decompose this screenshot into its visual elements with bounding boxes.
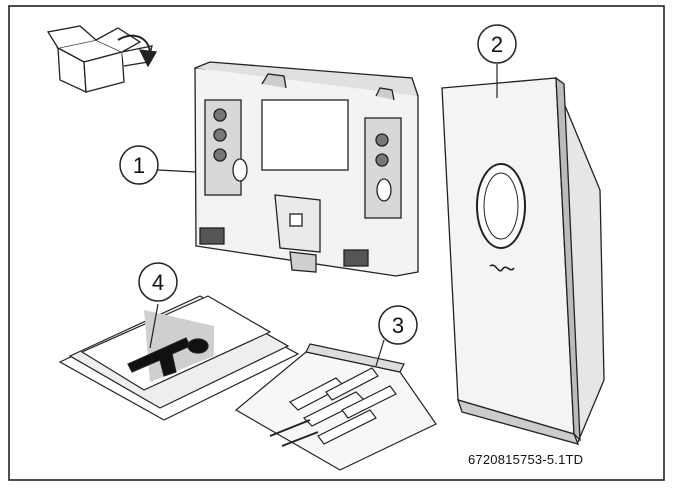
instruction-manual (58, 295, 300, 421)
screw-and-plug-bag (234, 343, 437, 471)
callout-number-3: 3 (392, 313, 404, 338)
callout-number-1: 1 (133, 153, 145, 178)
callout-number-2: 2 (491, 32, 503, 57)
callout-leader-lines (149, 64, 498, 367)
mounting-base-plate (194, 61, 419, 277)
callout-1: 1 (119, 145, 159, 185)
leader-line-1 (157, 169, 197, 173)
callout-4: 4 (138, 262, 178, 302)
callout-2: 2 (477, 24, 517, 64)
callout-3: 3 (378, 305, 418, 345)
leader-line-4 (149, 303, 159, 349)
callout-number-4: 4 (152, 270, 164, 295)
room-controller-front-unit (441, 76, 605, 445)
figure-id-label: 6720815753-5.1TD (468, 452, 584, 467)
leader-line-3 (375, 339, 385, 367)
unpack-box-icon (46, 25, 158, 94)
